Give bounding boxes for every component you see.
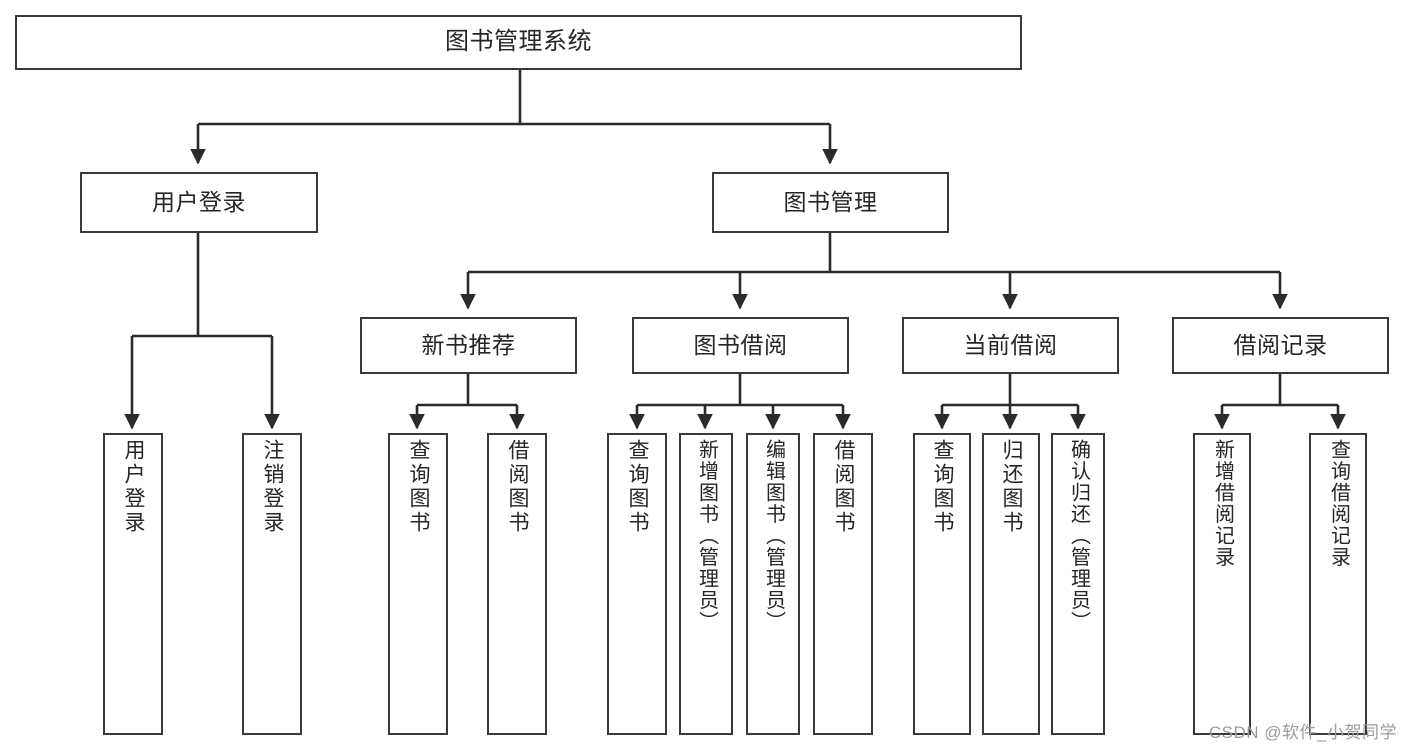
- node-label: 确认归还（管理员）: [1067, 439, 1090, 633]
- leaf-borrow-edit-book-admin[interactable]: 编辑图书（管理员）: [746, 433, 800, 735]
- leaf-record-add-record[interactable]: 新增借阅记录: [1193, 433, 1251, 735]
- node-root-system[interactable]: 图书管理系统: [15, 15, 1022, 70]
- node-label: 查询图书: [407, 439, 431, 535]
- watermark: CSDN @软件_小贺同学: [1208, 723, 1397, 742]
- node-user-login[interactable]: 用户登录: [80, 172, 318, 233]
- leaf-borrow-borrow-book[interactable]: 借阅图书: [813, 433, 873, 735]
- node-book-borrow[interactable]: 图书借阅: [632, 317, 849, 374]
- node-label: 借阅图书: [832, 439, 856, 535]
- node-new-book-recommend[interactable]: 新书推荐: [360, 317, 577, 374]
- leaf-current-confirm-return-admin[interactable]: 确认归还（管理员）: [1051, 433, 1105, 735]
- leaf-current-return-book[interactable]: 归还图书: [982, 433, 1040, 735]
- node-label: 查询借阅记录: [1327, 439, 1350, 568]
- node-label: 注销登录: [261, 439, 285, 535]
- leaf-user-login-signout[interactable]: 注销登录: [242, 433, 302, 735]
- node-label: 用户登录: [122, 439, 146, 535]
- node-label: 查询图书: [931, 439, 955, 535]
- node-label: 当前借阅: [963, 331, 1058, 358]
- leaf-record-query-record[interactable]: 查询借阅记录: [1309, 433, 1367, 735]
- node-label: 图书管理: [783, 188, 878, 215]
- leaf-recommend-query-book[interactable]: 查询图书: [388, 433, 448, 735]
- leaf-borrow-add-book-admin[interactable]: 新增图书（管理员）: [679, 433, 733, 735]
- node-label: 新增图书（管理员）: [695, 439, 718, 633]
- node-label: 用户登录: [152, 188, 246, 215]
- leaf-recommend-borrow-book[interactable]: 借阅图书: [487, 433, 547, 735]
- node-label: 图书管理系统: [445, 28, 592, 56]
- leaf-borrow-query-book[interactable]: 查询图书: [607, 433, 667, 735]
- node-label: 借阅图书: [506, 439, 530, 535]
- node-current-borrow[interactable]: 当前借阅: [902, 317, 1119, 374]
- node-book-management[interactable]: 图书管理: [712, 172, 949, 233]
- node-label: 图书借阅: [693, 331, 788, 358]
- node-borrow-record[interactable]: 借阅记录: [1172, 317, 1389, 374]
- leaf-user-login-signin[interactable]: 用户登录: [103, 433, 163, 735]
- node-label: 借阅记录: [1233, 331, 1328, 358]
- node-label: 查询图书: [626, 439, 650, 535]
- node-label: 编辑图书（管理员）: [762, 439, 785, 633]
- node-label: 新书推荐: [421, 331, 516, 358]
- node-label: 新增借阅记录: [1211, 439, 1234, 568]
- leaf-current-query-book[interactable]: 查询图书: [913, 433, 971, 735]
- node-label: 归还图书: [1000, 439, 1024, 535]
